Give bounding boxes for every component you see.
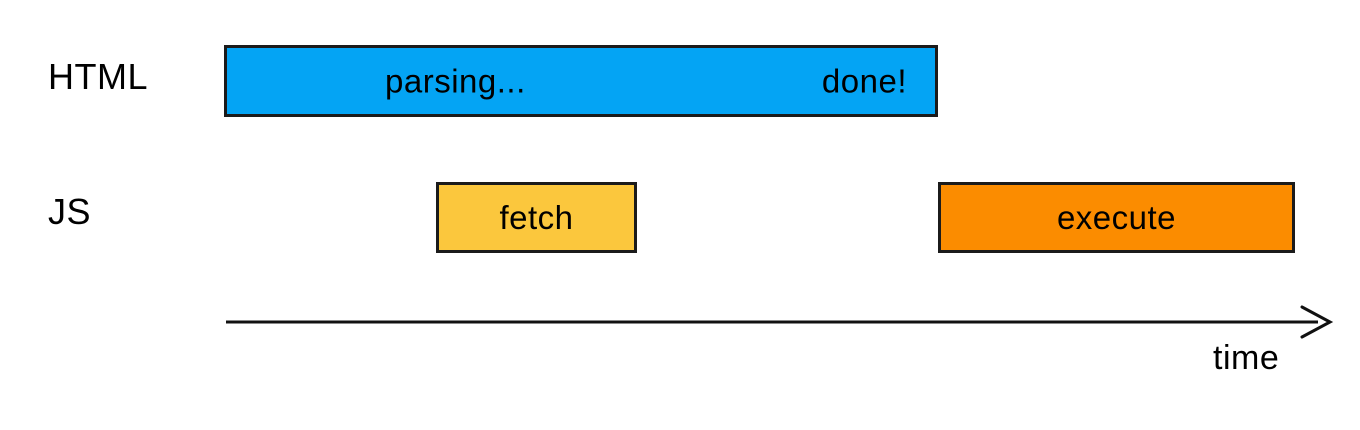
html-parsing-bar: parsing... done! (224, 45, 938, 117)
js-fetch-bar: fetch (436, 182, 637, 253)
execute-label: execute (1056, 199, 1177, 236)
time-axis-label: time (1213, 339, 1280, 377)
parsing-label: parsing... (385, 62, 526, 100)
js-execute-bar: execute (938, 182, 1295, 253)
row-label-js: JS (48, 191, 92, 232)
time-axis-arrow (226, 305, 1334, 339)
arrowhead-icon (1300, 305, 1334, 339)
fetch-label: fetch (499, 199, 574, 236)
row-label-html: HTML (48, 56, 148, 97)
done-label: done! (821, 62, 907, 100)
